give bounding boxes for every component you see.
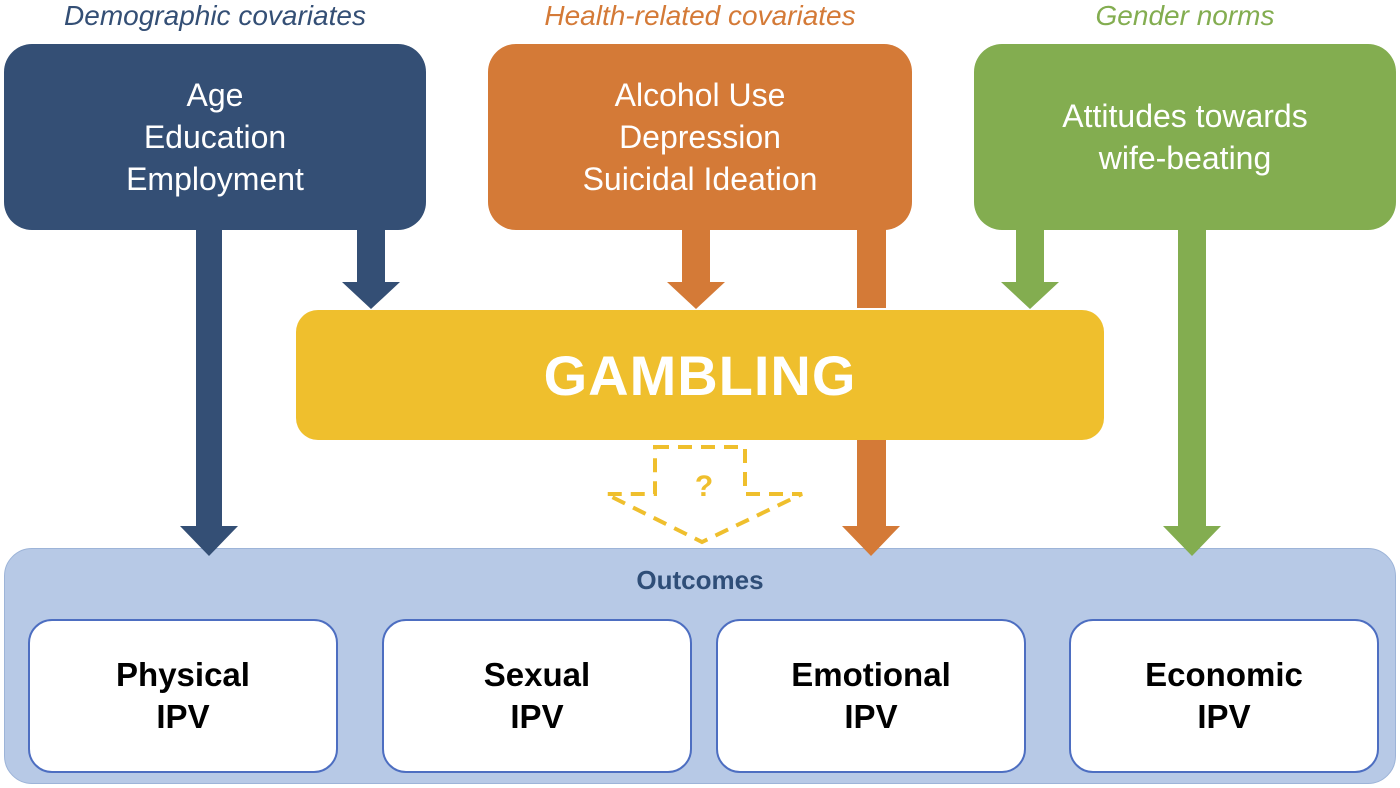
gender-to-gambling-arrow (1001, 228, 1059, 309)
outcome-label-line1: Sexual (483, 656, 591, 693)
covariate-depression: Depression (619, 119, 781, 155)
gender-norms-heading: Gender norms (1095, 0, 1275, 31)
gender-norm-line-2: wife-beating (1098, 140, 1272, 176)
gender-to-outcomes-arrow (1163, 228, 1221, 556)
outcome-label-line2: IPV (844, 698, 898, 735)
covariate-alcohol-use: Alcohol Use (614, 77, 786, 113)
outcome-label-line2: IPV (1197, 698, 1251, 735)
health-to-outcomes-arrow-upper (857, 228, 886, 308)
gambling-box: GAMBLING (296, 310, 1104, 440)
gender-norm-line-1: Attitudes towards (1062, 98, 1308, 134)
health-covariates-box: Alcohol Use Depression Suicidal Ideation (488, 44, 912, 230)
demographic-covariates-heading: Demographic covariates (64, 0, 366, 31)
outcome-physical-ipv: Physical IPV (28, 619, 338, 773)
outcome-sexual-ipv: Sexual IPV (382, 619, 692, 773)
demographic-to-gambling-arrow (342, 228, 400, 309)
covariate-employment: Employment (126, 161, 304, 197)
outcome-label-line2: IPV (510, 698, 564, 735)
gender-norms-box: Attitudes towards wife-beating (974, 44, 1396, 230)
outcome-economic-ipv: Economic IPV (1069, 619, 1379, 773)
uncertain-link-mark: ? (694, 470, 714, 503)
outcome-label-line1: Physical (116, 656, 250, 693)
demographic-to-outcomes-arrow (180, 228, 238, 556)
outcome-emotional-ipv: Emotional IPV (716, 619, 1026, 773)
outcomes-title: Outcomes (636, 565, 764, 595)
outcome-label-line1: Economic (1145, 656, 1303, 693)
covariate-education: Education (143, 119, 287, 155)
covariate-suicidal-ideation: Suicidal Ideation (582, 161, 818, 197)
covariate-age: Age (186, 77, 244, 113)
gambling-to-outcomes-dashed-arrow (605, 445, 803, 545)
gambling-label: GAMBLING (543, 343, 857, 407)
health-covariates-heading: Health-related covariates (544, 0, 856, 31)
outcome-label-line2: IPV (156, 698, 210, 735)
demographic-covariates-box: Age Education Employment (4, 44, 426, 230)
outcome-label-line1: Emotional (791, 656, 951, 693)
health-to-outcomes-arrow-lower (842, 440, 900, 556)
health-to-gambling-arrow (667, 228, 725, 309)
